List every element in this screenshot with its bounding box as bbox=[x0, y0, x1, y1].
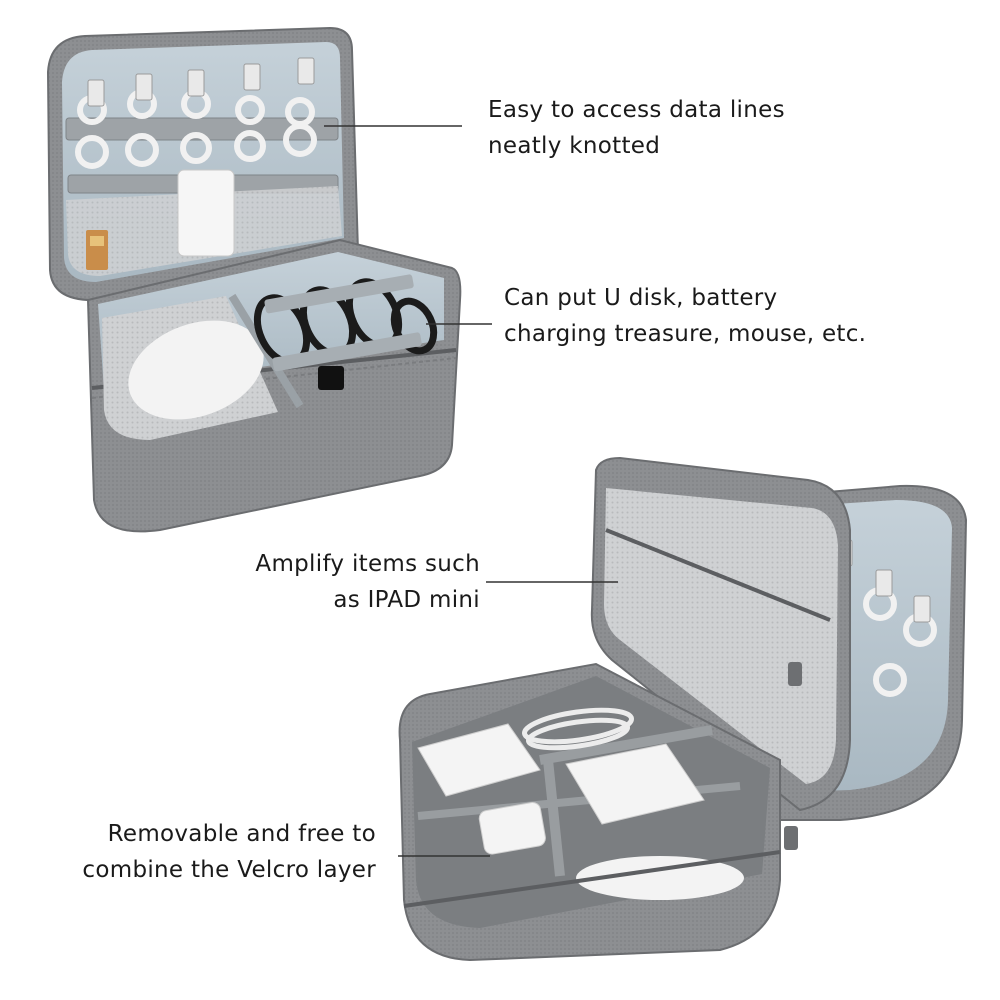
callout-velcro: Removable and free to combine the Velcro… bbox=[82, 816, 376, 888]
callout-data-lines-line2: neatly knotted bbox=[488, 133, 661, 159]
callout-u-disk-line2: charging treasure, mouse, etc. bbox=[504, 321, 867, 347]
callout-ipad-line2: as IPAD mini bbox=[333, 587, 480, 613]
callout-velcro-line2: combine the Velcro layer bbox=[82, 857, 376, 883]
top-bag bbox=[46, 26, 462, 533]
callout-data-lines-line1: Easy to access data lines bbox=[488, 97, 785, 123]
callout-velcro-line1: Removable and free to bbox=[107, 821, 376, 847]
callout-ipad: Amplify items such as IPAD mini bbox=[255, 546, 480, 618]
bottom-bag bbox=[398, 456, 968, 962]
callout-ipad-line1: Amplify items such bbox=[255, 551, 480, 577]
callout-u-disk: Can put U disk, battery charging treasur… bbox=[504, 280, 866, 352]
callout-u-disk-line1: Can put U disk, battery bbox=[504, 285, 778, 311]
callout-data-lines: Easy to access data lines neatly knotted bbox=[488, 92, 785, 164]
